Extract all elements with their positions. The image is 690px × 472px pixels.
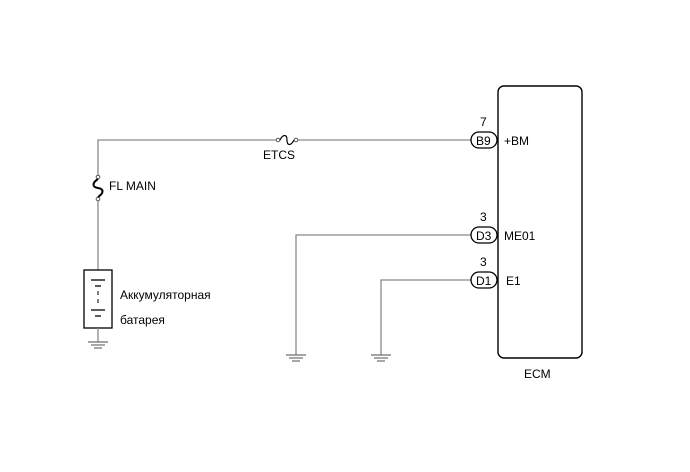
connector-pin-b9: B9 <box>470 131 498 149</box>
me01-ground-icon <box>286 354 306 362</box>
etcs-fuse-label: ETCS <box>263 148 295 162</box>
wire-e1-to-ground <box>380 279 471 355</box>
etcs-fuse <box>275 134 299 146</box>
ecm-box <box>497 85 583 359</box>
pin-b9-number: 7 <box>480 115 487 129</box>
battery-label-line1: Аккумуляторная <box>120 288 211 302</box>
wire-me01-to-ground <box>295 234 471 355</box>
battery-ground-icon <box>88 341 108 349</box>
connector-pin-d3: D3 <box>470 226 498 244</box>
battery-symbol <box>83 269 113 329</box>
pin-d1-number: 3 <box>480 255 487 269</box>
fl-main-fusible-link <box>92 174 104 202</box>
pin-d3-connector: D3 <box>476 229 492 243</box>
fl-main-label: FL MAIN <box>109 179 156 193</box>
pin-d1-name: E1 <box>506 274 521 288</box>
pin-d1-connector: D1 <box>476 274 492 288</box>
connector-pin-d1: D1 <box>470 271 498 289</box>
pin-b9-name: +BM <box>504 134 529 148</box>
pin-d3-name: ME01 <box>504 229 536 243</box>
ecm-label: ECM <box>524 367 551 381</box>
pin-d3-number: 3 <box>480 210 487 224</box>
battery-label-line2: батарея <box>120 313 165 327</box>
e1-ground-icon <box>371 354 391 362</box>
wire-fl-main-to-etcs <box>97 139 278 176</box>
pin-b9-connector: B9 <box>476 134 491 148</box>
